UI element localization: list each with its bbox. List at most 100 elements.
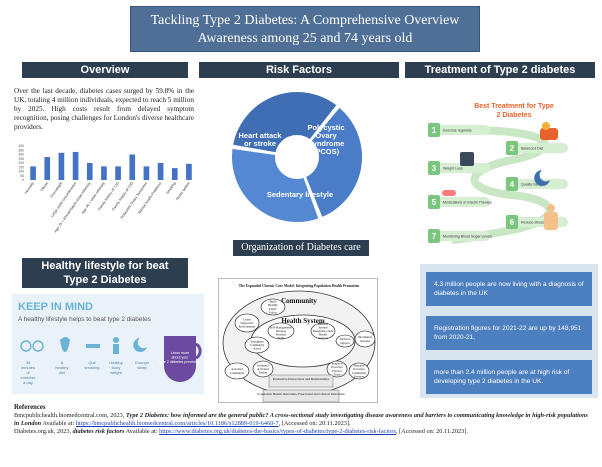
apple-icon: [60, 337, 70, 352]
model-node: [244, 336, 270, 354]
bar: [86, 163, 93, 180]
x-tick-label: Overweight: [50, 181, 64, 198]
bar: [58, 152, 65, 180]
outcomes-bar: [262, 389, 340, 403]
bicycle-icon: [32, 340, 44, 352]
no-smoking-icon: [86, 344, 100, 348]
y-tick-label: 200: [18, 161, 24, 165]
references-heading: References: [14, 404, 46, 411]
organization-header: Organization of Diabetes care: [233, 240, 369, 256]
treatment-pill: [434, 197, 490, 207]
interactions-label: Productive Interactions and Relationship…: [273, 377, 330, 381]
poster-title: Tackling Type 2 Diabetes: A Comprehensiv…: [130, 6, 480, 52]
bar: [101, 166, 107, 180]
treatment-item: 7 Monitoring Blood Sugar Levels: [428, 229, 492, 243]
model-node: [335, 334, 355, 348]
treatment-number-box: [428, 195, 440, 209]
keep-in-mind-heading: KEEP IN MIND: [18, 301, 93, 313]
treatment-pill: [512, 143, 568, 153]
treatment-number: 7: [432, 232, 437, 241]
lifestyle-header: Healthy lifestyle for beat Type 2 Diabet…: [22, 258, 188, 288]
chart-bars: [30, 151, 192, 180]
x-tick-label: Obese: [40, 181, 49, 192]
bar: [157, 163, 164, 180]
y-tick-label: 50: [20, 174, 24, 178]
treatment-pill: [434, 231, 490, 241]
treatment-title-line2: 2 Diabetes: [496, 112, 531, 119]
model-node: [267, 322, 295, 340]
y-tick-label: 350: [18, 148, 24, 152]
treatment-pill: [434, 163, 490, 173]
bar: [171, 168, 178, 180]
treatment-number: 3: [432, 164, 437, 173]
overview-header: Overview: [22, 62, 188, 78]
references: References Bmcpublichealth.biomedcentral…: [14, 404, 594, 436]
tip-icons: [20, 337, 147, 354]
cup-icon: [164, 336, 196, 382]
treatment-label: Balanced Diet: [521, 147, 543, 151]
fruit-icon: [542, 122, 550, 130]
y-tick-label: 100: [18, 170, 24, 174]
x-tick-label: Smoking: [165, 181, 176, 195]
wheel-center: [275, 135, 319, 179]
sleep-moon-icon: [133, 338, 147, 352]
stat-box-2: Registration figures for 2021-22 are up …: [426, 316, 592, 350]
x-tick-label: Large waist circumference: [50, 181, 77, 218]
moon-icon: [534, 170, 550, 186]
pill-icon: [442, 190, 456, 196]
treatment-title-line1: Best Treatment for Type: [474, 103, 554, 110]
treatment-number-box: [506, 215, 518, 229]
interactions-bar: [268, 374, 334, 388]
treatment-label: Medications or Insulin Therapy: [443, 201, 492, 205]
bar: [115, 166, 121, 180]
model-node: [234, 313, 260, 333]
cup-handle-icon: [195, 342, 202, 360]
treatment-label: Monitoring Blood Sugar Levels: [443, 235, 492, 239]
bar: [186, 163, 192, 180]
model-node: [252, 360, 274, 378]
bar: [44, 157, 51, 180]
model-node: [348, 362, 370, 380]
title-line-1: Tackling Type 2 Diabetes: A Comprehensiv…: [150, 13, 460, 28]
wheel-segment: [295, 105, 364, 220]
bar: [143, 166, 150, 180]
reference-1-link[interactable]: https://bmcpublichealth.biomedcentral.co…: [75, 420, 279, 427]
y-tick-label: 300: [18, 153, 24, 157]
body-icon-torso: [113, 344, 119, 354]
y-tick-label: 0: [22, 178, 24, 182]
model-node: [326, 360, 348, 378]
reference-2-link[interactable]: https://www.diabetes.org.uk/diabetes-the…: [159, 428, 396, 435]
chronic-care-model: The Expanded Chronic Care Model: Integra…: [222, 284, 376, 403]
health-system-label: Health System: [281, 317, 325, 325]
x-tick-label: Heredity: [24, 181, 35, 194]
x-tick-label: Polycystic Ovary Syndrome: [120, 181, 148, 219]
treatment-number-box: [428, 229, 440, 243]
wheel-segments: [230, 90, 364, 224]
model-node: [224, 362, 250, 380]
outcomes-label: Population Health Outcomes/ Functional a…: [257, 392, 345, 396]
